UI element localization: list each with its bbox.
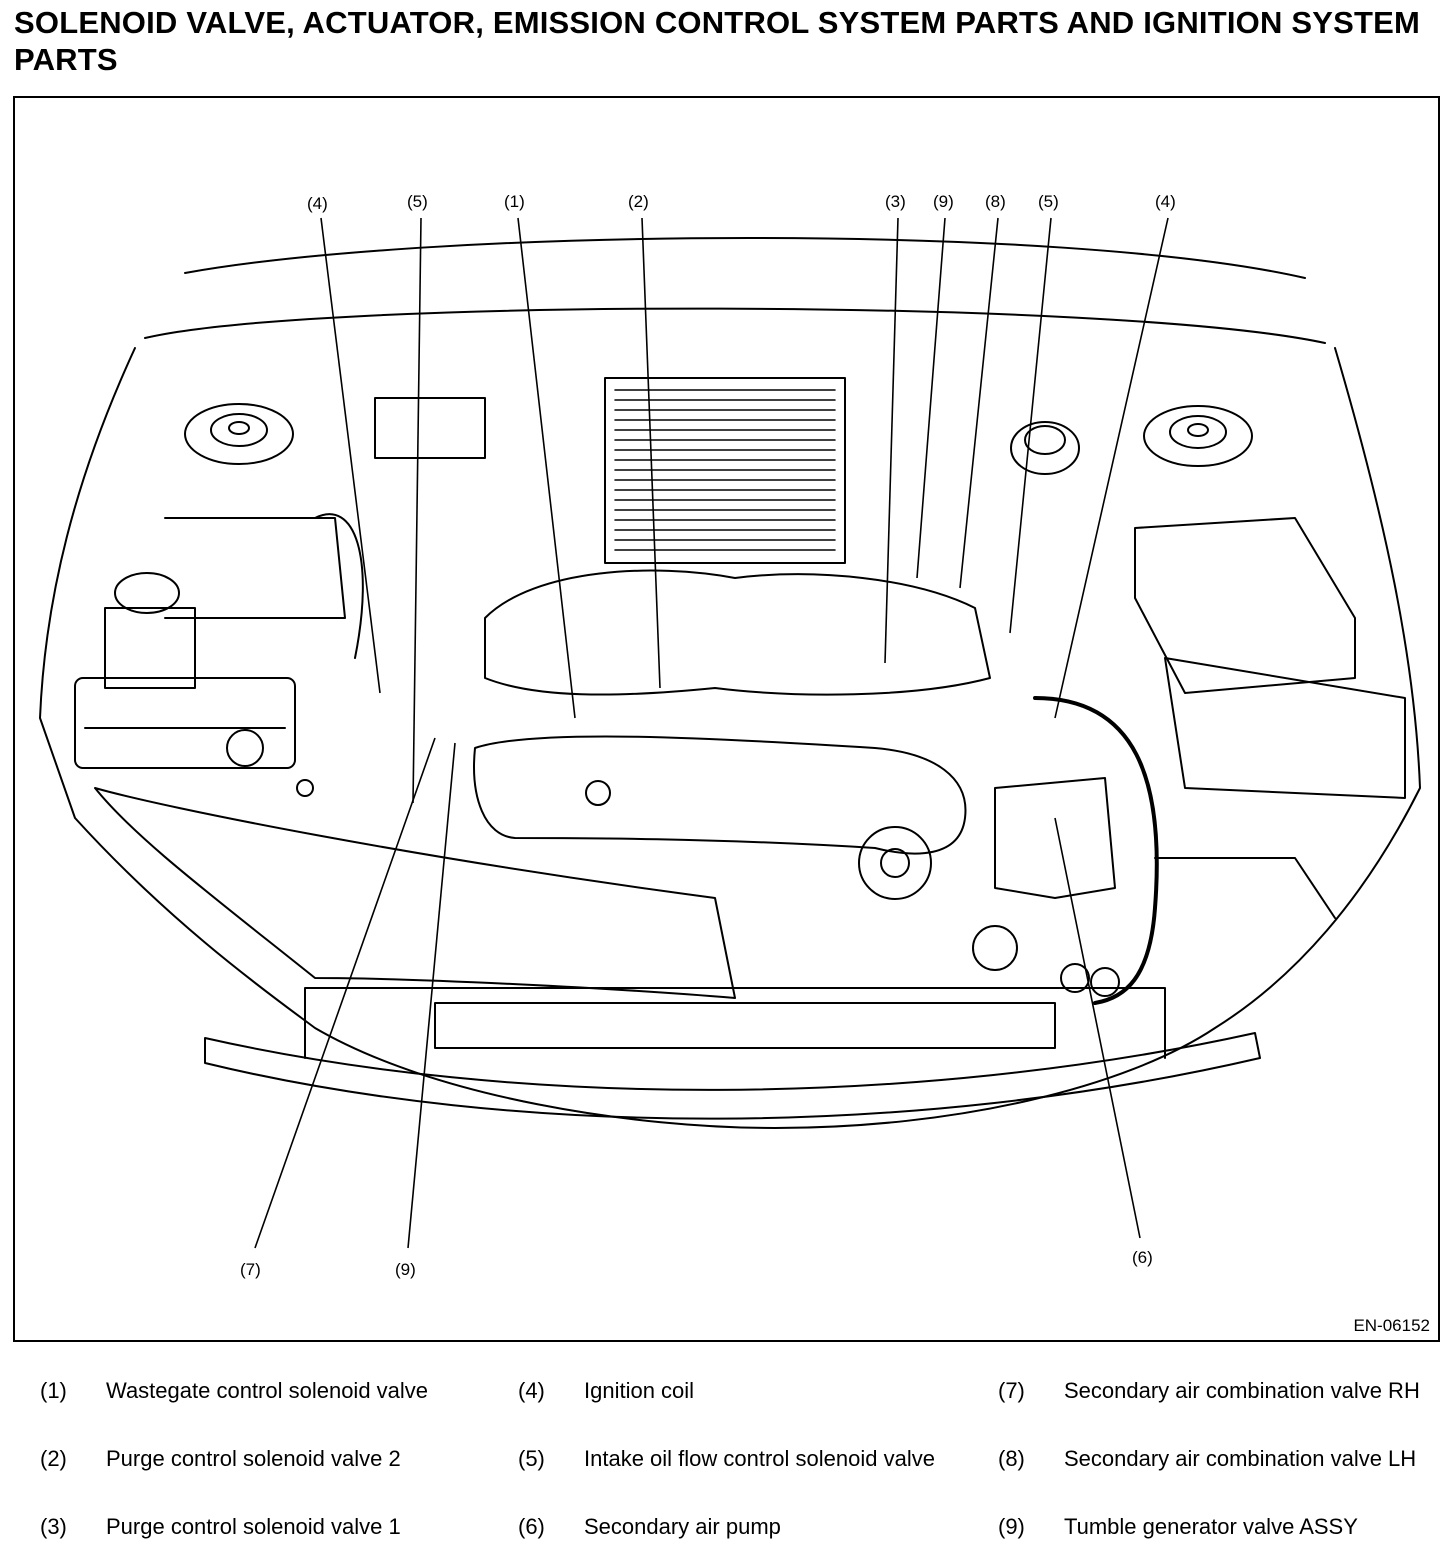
callout-1: (1) xyxy=(504,192,525,211)
alternator xyxy=(858,826,932,900)
legend-text: Purge control solenoid valve 1 xyxy=(106,1514,401,1539)
engine-bay-outline xyxy=(39,347,1421,1129)
callout-5-left: (5) xyxy=(407,192,428,211)
callout-9-top: (9) xyxy=(933,192,954,211)
callout-6: (6) xyxy=(1132,1248,1153,1267)
leader-lines xyxy=(254,217,1169,1249)
reservoir-cap-left xyxy=(114,572,180,614)
legend-num: (3) xyxy=(40,1514,67,1539)
leader-2 xyxy=(641,217,661,689)
callout-3: (3) xyxy=(885,192,906,211)
strut-tower-right xyxy=(1143,405,1253,467)
legend-text: Tumble generator valve ASSY xyxy=(1064,1514,1358,1539)
engine-bay-figure: (4) (5) (1) (2) (3) (9) (8) (5) (4) (7) … xyxy=(13,96,1440,1342)
leader-9-bottom xyxy=(407,742,456,1249)
legend-num: (1) xyxy=(40,1378,67,1403)
callout-5-right: (5) xyxy=(1038,192,1059,211)
legend-num: (5) xyxy=(518,1446,545,1471)
legend-text: Purge control solenoid valve 2 xyxy=(106,1446,401,1471)
radiator-support xyxy=(204,1032,1261,1120)
legend-num: (7) xyxy=(998,1378,1025,1403)
legend-text: Secondary air combination valve RH xyxy=(1064,1378,1420,1403)
callout-9-bottom: (9) xyxy=(395,1260,416,1279)
callout-7: (7) xyxy=(240,1260,261,1279)
leader-8 xyxy=(959,217,999,589)
figure-code: EN-06152 xyxy=(1353,1316,1430,1335)
fuse-box xyxy=(1134,517,1356,694)
leader-1 xyxy=(517,217,576,719)
legend-num: (9) xyxy=(998,1514,1025,1539)
leader-5-left xyxy=(412,217,422,804)
secondary-air-pump xyxy=(994,777,1116,899)
callout-2: (2) xyxy=(628,192,649,211)
leader-6 xyxy=(1054,817,1141,1239)
callout-8: (8) xyxy=(985,192,1006,211)
air-hose xyxy=(1033,696,1159,1005)
legend-num: (4) xyxy=(518,1378,545,1403)
strut-tower-left xyxy=(184,403,294,465)
leader-3 xyxy=(884,217,899,664)
leader-5-right xyxy=(1009,217,1052,634)
callout-4-left: (4) xyxy=(307,194,328,213)
legend-num: (8) xyxy=(998,1446,1025,1471)
legend-text: Intake oil flow control solenoid valve xyxy=(584,1446,935,1471)
legend-text: Secondary air combination valve LH xyxy=(1064,1446,1417,1471)
leader-4-left xyxy=(320,217,381,694)
air-cleaner xyxy=(94,787,736,999)
legend-text: Ignition coil xyxy=(584,1378,695,1403)
leader-4-right xyxy=(1054,217,1169,719)
intake-duct xyxy=(473,735,967,855)
callout-4-right: (4) xyxy=(1155,192,1176,211)
leader-7 xyxy=(254,737,436,1249)
intercooler xyxy=(604,377,846,564)
legend-num: (6) xyxy=(518,1514,545,1539)
legend-num: (2) xyxy=(40,1446,67,1471)
legend-text: Secondary air pump xyxy=(584,1514,781,1539)
leader-9-top xyxy=(916,217,946,579)
legend-text: Wastegate control solenoid valve xyxy=(106,1378,429,1403)
intake-manifold xyxy=(484,569,991,696)
page-title: SOLENOID VALVE, ACTUATOR, EMISSION CONTR… xyxy=(14,5,1421,77)
